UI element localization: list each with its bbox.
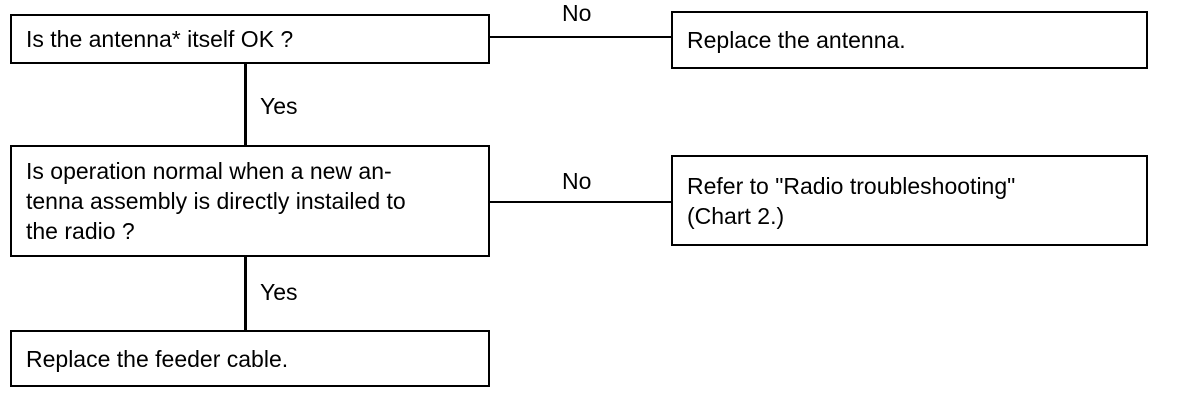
action-replace-feeder-cable-text: Replace the feeder cable. — [26, 345, 289, 372]
question-antenna-ok-box: Is the antenna* itself OK ? — [10, 14, 490, 64]
question-antenna-ok-text: Is the antenna* itself OK ? — [26, 26, 294, 52]
connector-q2-yes — [244, 257, 247, 330]
connector-q1-no — [490, 36, 672, 38]
action-radio-troubleshooting-text: Refer to "Radio troubleshooting" (Chart … — [687, 172, 1016, 229]
edge-label-q2-yes: Yes — [260, 279, 298, 305]
action-replace-antenna-box: Replace the antenna. — [671, 11, 1148, 69]
edge-label-q2-no: No — [562, 168, 592, 194]
question-new-antenna-box: Is operation normal when a new an- tenna… — [10, 145, 490, 257]
connector-q2-no — [490, 201, 672, 203]
action-radio-troubleshooting-box: Refer to "Radio troubleshooting" (Chart … — [671, 155, 1148, 246]
question-new-antenna-text: Is operation normal when a new an- tenna… — [26, 158, 406, 244]
connector-q1-yes — [244, 64, 247, 145]
edge-label-q1-yes: Yes — [260, 93, 298, 119]
edge-label-q1-no: No — [562, 0, 592, 26]
action-replace-antenna-text: Replace the antenna. — [687, 27, 906, 53]
action-replace-feeder-cable-box: Replace the feeder cable. — [10, 330, 490, 387]
